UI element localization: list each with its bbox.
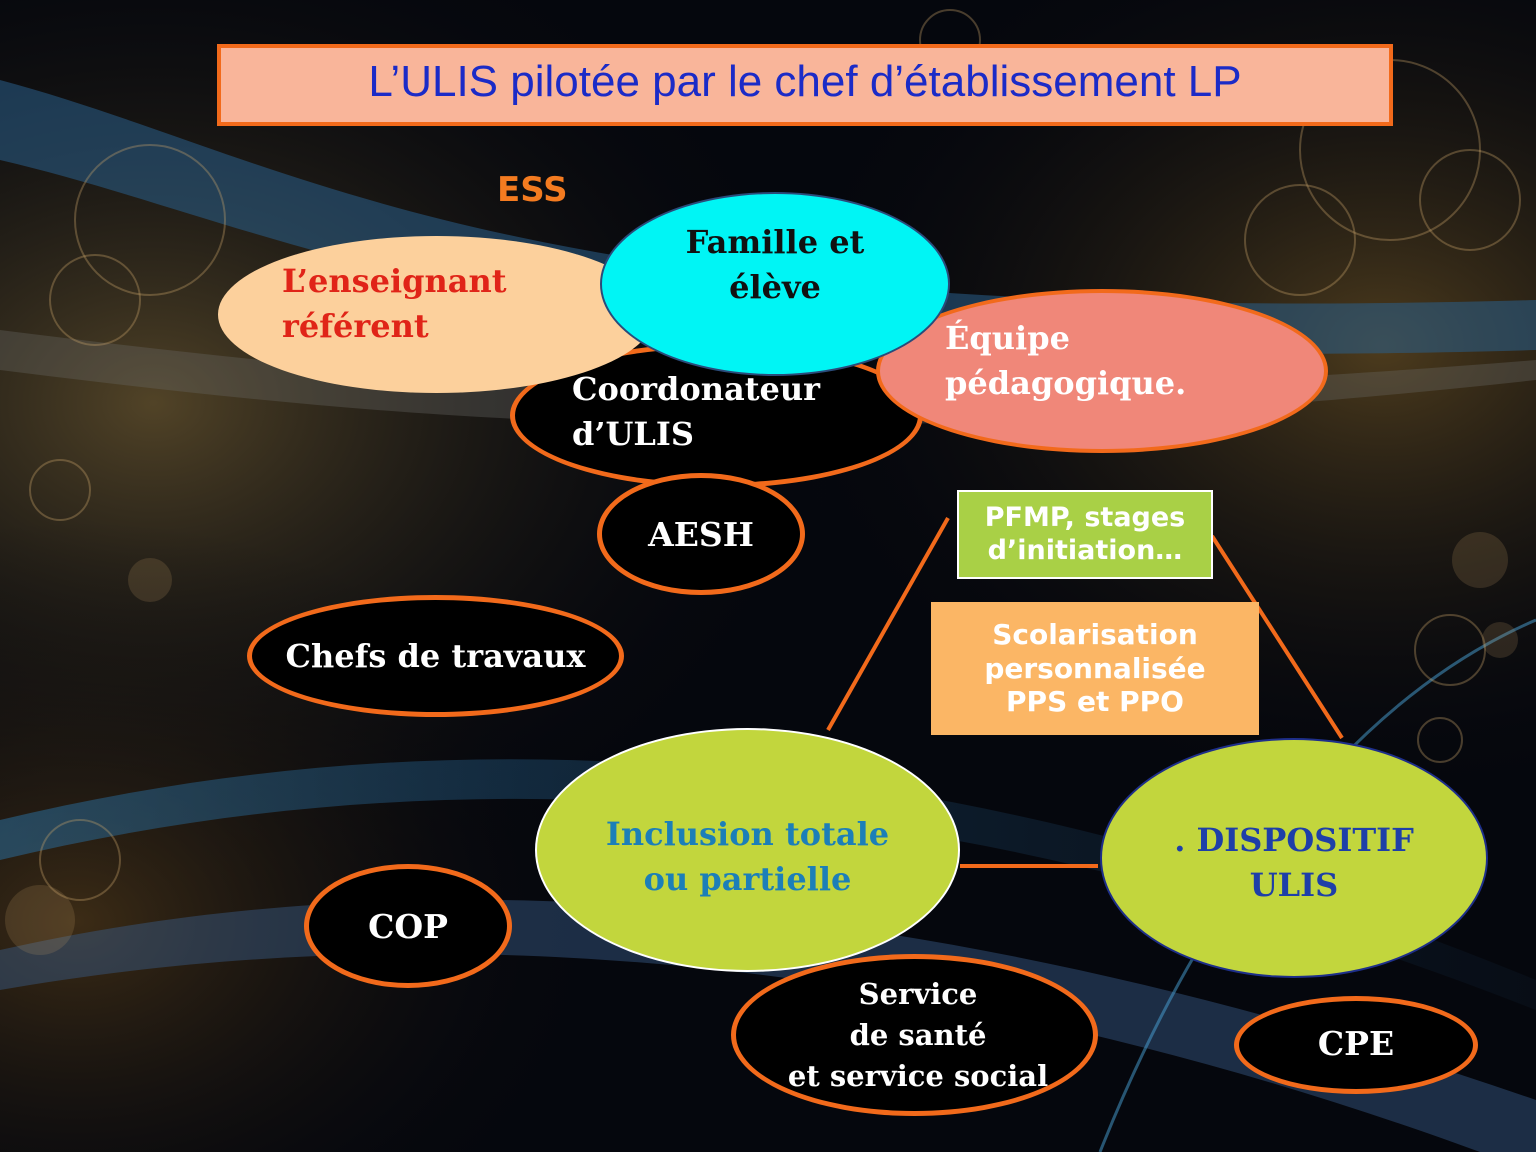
node-cop xyxy=(304,864,512,988)
node-aesh-label: AESH xyxy=(648,515,754,554)
node-dispositif-ulis-label: . DISPOSITIF ULIS xyxy=(1174,821,1414,904)
node-famille-eleve-label: Famille et élève xyxy=(685,223,865,306)
node-cpe-label: CPE xyxy=(1317,1024,1395,1063)
node-aesh xyxy=(597,473,805,595)
node-chefs-travaux-label: Chefs de travaux xyxy=(285,637,586,675)
ess-label: ESS xyxy=(497,170,568,210)
node-inclusion xyxy=(535,728,960,972)
node-cop-label: COP xyxy=(368,907,448,946)
node-enseignant-referent-label: L’enseignant référent xyxy=(282,262,507,345)
node-equipe-pedagogique xyxy=(876,289,1328,453)
box-scolarisation: Scolarisation personnalisée PPS et PPO xyxy=(931,602,1259,735)
node-coordonateur-label: Coordonateur d’ULIS xyxy=(572,370,820,453)
node-equipe-pedagogique-label: Équipe pédagogique. xyxy=(945,319,1187,402)
connector-pfmp-dispositif xyxy=(1210,534,1344,740)
title-banner: L’ULIS pilotée par le chef d’établisseme… xyxy=(217,44,1393,126)
connector-pfmp-inclusion xyxy=(826,517,950,731)
node-famille-eleve xyxy=(600,192,950,376)
node-enseignant-referent xyxy=(218,236,655,393)
node-inclusion-label: Inclusion totale ou partielle xyxy=(605,815,890,898)
node-cpe xyxy=(1234,996,1478,1094)
page-title: L’ULIS pilotée par le chef d’établisseme… xyxy=(368,57,1242,106)
node-chefs-travaux xyxy=(247,595,624,717)
node-dispositif-ulis xyxy=(1100,738,1488,978)
box-pfmp: PFMP, stages d’initiation… xyxy=(957,490,1213,579)
node-service-sante xyxy=(731,954,1098,1116)
node-service-sante-label: Service de santé et service social xyxy=(787,977,1049,1094)
